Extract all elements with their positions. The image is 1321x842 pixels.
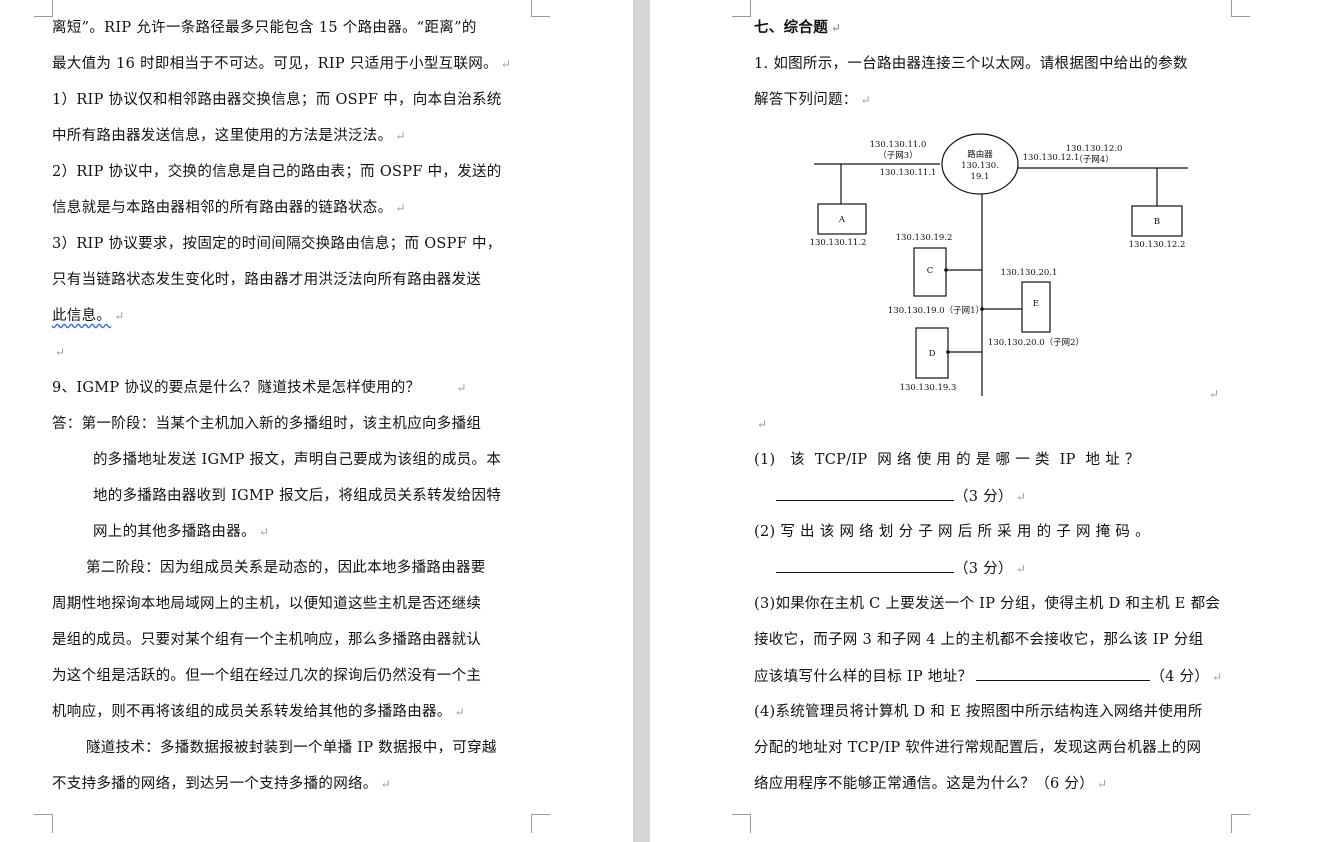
router-node: [941, 133, 1019, 195]
paragraph-line: 不支持多播的网络，到达另一个支持多播的网络。↵: [52, 776, 391, 792]
network-diagram: 路由器 130.130. 19.1 130.130.11.0 （子网3） 130…: [810, 133, 1188, 396]
paragraph-line: 地的多播路由器收到 IGMP 报文后，将组成员关系转发给因特: [93, 488, 502, 504]
net4-name: （子网4）: [1074, 154, 1113, 165]
host-b-ip: 130.130.12.2: [1129, 240, 1186, 250]
question-heading: 9、IGMP 协议的要点是什么？隧道技术是怎样使用的？↵: [52, 380, 467, 396]
paragraph-line: 接收它，而子网 3 和子网 4 上的主机都不会接收它，那么该 IP 分组: [754, 632, 1204, 648]
paragraph-line: 第二阶段：因为组成员关系是动态的，因此本地多播路由器要: [86, 560, 486, 576]
paragraph-line: 2）RIP 协议中，交换的信息是自己的路由表；而 OSPF 中，发送的: [52, 164, 502, 180]
paragraph-line: 为这个组是活跃的。但一个组在经过几次的探询后仍然没有一个主: [52, 668, 482, 684]
host-b-box: [1131, 205, 1183, 237]
host-c-ip: 130.130.19.2: [896, 233, 953, 243]
net2-label: 130.130.20.0（子网2）: [988, 337, 1084, 348]
paragraph-line: 网上的其他多播路由器。↵: [93, 524, 270, 540]
paragraph-line: 周期性地探询本地局域网上的主机，以便知道这些主机是否还继续: [52, 596, 482, 612]
paragraph-line: 分配的地址对 TCP/IP 软件进行常规配置后，发现这两台机器上的网: [754, 740, 1202, 756]
paragraph-line: 只有当链路状态发生变化时，路由器才用洪泛法向所有路由器发送: [52, 272, 482, 288]
paragraph-line: 应该填写什么样的目标 IP 地址？（4 分）↵: [754, 666, 1223, 687]
paragraph-line: 解答下列问题：↵: [754, 92, 871, 108]
blank-line: [976, 666, 1151, 681]
paragraph-line: 隧道技术：多播数据报被封装到一个单播 IP 数据报中，可穿越: [86, 740, 497, 756]
paragraph-line: 1. 如图所示，一台路由器连接三个以太网。请根据图中给出的参数: [754, 56, 1188, 72]
paragraph-line: 1）RIP 协议仅和相邻路由器交换信息；而 OSPF 中，向本自治系统: [52, 92, 502, 108]
net3-address: 130.130.11.0: [870, 140, 927, 150]
paragraph-line: 的多播地址发送 IGMP 报文，声明自己要成为该组的成员。本: [93, 452, 502, 468]
router-if-net4: 130.130.12.1: [1023, 153, 1080, 163]
crop-mark: [34, 814, 53, 833]
host-d-ip: 130.130.19.3: [900, 383, 957, 393]
crop-mark: [1231, 814, 1250, 833]
net1-label: 130.130.19.0（子网1）: [888, 305, 984, 316]
question-2: (2) 写 出 该 网 络 划 分 子 网 后 所 采 用 的 子 网 掩 码 …: [754, 524, 1150, 540]
document-page-right: 七、综合题↵ 1. 如图所示，一台路由器连接三个以太网。请根据图中给出的参数 解…: [650, 0, 1321, 842]
crop-mark: [1231, 0, 1250, 17]
paragraph-line: 此信息。↵: [52, 308, 125, 324]
host-e-ip: 130.130.20.1: [1001, 268, 1058, 278]
host-c-box: [913, 247, 947, 297]
paragraph-line: 中所有路由器发送信息，这里使用的方法是洪泛法。↵: [52, 128, 406, 144]
paragraph-line: 3）RIP 协议要求，按固定的时间间隔交换路由信息；而 OSPF 中，: [52, 236, 502, 252]
paragraph-line: 是组的成员。只要对某个组有一个主机响应，那么多播路由器就认: [52, 632, 482, 648]
crop-mark: [531, 814, 550, 833]
paragraph-line: 机响应，则不再将该组的成员关系转发给其他的多播路由器。↵: [52, 704, 465, 720]
paragraph-mark: ↵: [1209, 387, 1220, 401]
host-d-label: D: [929, 349, 936, 359]
paragraph-line: 离短”。RIP 允许一条路径最多只能包含 15 个路由器。“距离”的: [52, 20, 477, 36]
question-4: (4)系统管理员将计算机 D 和 E 按照图中所示结构连入网络并使用所: [754, 704, 1203, 720]
section-title: 七、综合题↵: [754, 19, 842, 36]
router-ip-b: 19.1: [971, 172, 990, 182]
host-c-label: C: [927, 266, 934, 276]
crop-mark: [732, 814, 751, 833]
host-e-box: [1021, 281, 1051, 333]
question-1: (1) 该 TCP/IP 网 络 使 用 的 是 哪 一 类 IP 地 址 ？: [754, 452, 1140, 468]
blank-line: [776, 486, 954, 501]
host-e-label: E: [1033, 299, 1039, 309]
crop-mark: [732, 0, 751, 17]
net4-address: 130.130.12.0: [1066, 144, 1123, 154]
paragraph-line: 络应用程序不能够正常通信。这是为什么？（6 分）↵: [754, 776, 1108, 792]
answer-blank-1: （3 分）↵: [776, 486, 1026, 507]
router-if-net3: 130.130.11.1: [880, 168, 937, 178]
crop-mark: [34, 0, 53, 17]
blank-line: [776, 558, 954, 573]
host-d-junction: [946, 350, 950, 354]
paragraph-line: 最大值为 16 时即相当于不可达。可见，RIP 只适用于小型互联网。↵: [52, 56, 512, 72]
net3-name: （子网3）: [878, 150, 917, 161]
router-ip-a: 130.130.: [961, 161, 999, 171]
router-title: 路由器: [967, 149, 993, 160]
empty-paragraph: ↵: [55, 345, 66, 359]
host-a-ip: 130.130.11.2: [810, 238, 867, 248]
empty-paragraph: ↵: [757, 417, 768, 431]
host-e-junction: [980, 307, 984, 311]
host-a-label: A: [838, 215, 846, 225]
host-b-label: B: [1154, 217, 1160, 227]
host-a-box: [817, 203, 867, 235]
document-page-left: 离短”。RIP 允许一条路径最多只能包含 15 个路由器。“距离”的 最大值为 …: [0, 0, 633, 842]
crop-mark: [531, 0, 550, 17]
paragraph-line: 答：第一阶段：当某个主机加入新的多播组时，该主机应向多播组: [52, 416, 482, 432]
question-3: (3)如果你在主机 C 上要发送一个 IP 分组，使得主机 D 和主机 E 都会: [754, 596, 1221, 612]
answer-blank-2: （3 分）↵: [776, 558, 1026, 579]
paragraph-line: 信息就是与本路由器相邻的所有路由器的链路状态。↵: [52, 200, 406, 216]
host-c-junction: [944, 268, 948, 272]
